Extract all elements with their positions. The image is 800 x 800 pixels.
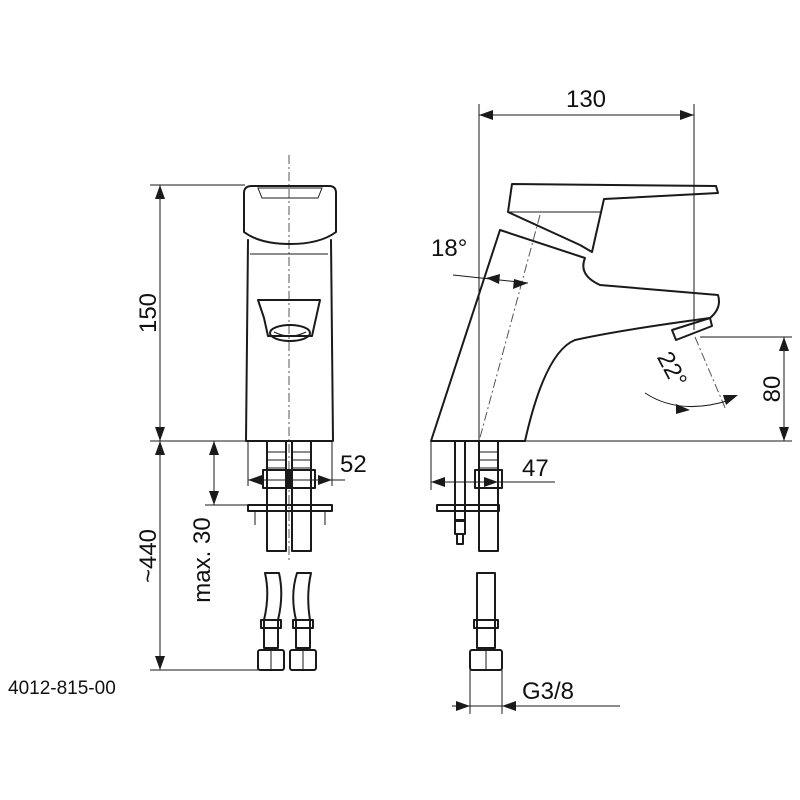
side-hose [469,572,503,671]
front-hose-length-label: ~440 [135,529,162,583]
side-depth-label: 130 [566,86,606,113]
front-width-label: 52 [340,451,367,478]
part-number: 4012-815-00 [8,678,116,699]
side-view [430,183,727,671]
side-base-label: 47 [522,455,549,482]
side-lever-angle-label: 18° [431,235,467,262]
front-view [243,155,337,671]
front-hoses [257,572,317,671]
front-supply-tails [247,440,333,552]
side-spout-angle-label: 22° [651,347,692,392]
side-thread-label: G3/8 [522,678,574,705]
side-supply-tails [436,440,503,552]
side-spout-height-label: 80 [759,376,786,403]
front-height-label: 150 [135,293,162,333]
front-max-label: max. 30 [189,517,216,602]
side-dimensions [430,104,792,714]
front-dimensions [150,184,345,671]
